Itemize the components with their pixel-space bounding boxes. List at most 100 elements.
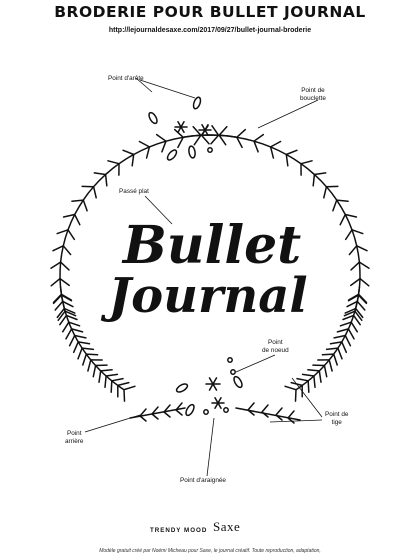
leaf-stitch	[332, 199, 338, 212]
french-knot	[223, 407, 229, 413]
leaf-stitch	[105, 373, 119, 377]
leaf-stitch	[359, 277, 370, 287]
leaf-stitch	[210, 134, 220, 145]
leaf-stitch	[339, 321, 352, 327]
leaf-stitch	[123, 388, 126, 402]
label-line: Point de	[325, 411, 349, 418]
leaf-stitch	[347, 328, 355, 340]
leaf-stitch	[218, 134, 227, 146]
source-url[interactable]: http://lejournaldesaxe.com/2017/09/27/bu…	[108, 27, 312, 34]
leaf-stitch	[307, 380, 310, 393]
label-line: Point de	[301, 87, 325, 94]
leaf-stitch	[344, 307, 357, 314]
leaf-stitch	[173, 128, 184, 139]
leaf-stitch	[218, 125, 228, 137]
leaf-stitch	[350, 261, 361, 271]
leaf-stitch	[269, 146, 275, 159]
label-line: arrière	[65, 438, 84, 445]
leaf-stitch	[301, 373, 315, 377]
leaf-stitch	[155, 133, 167, 142]
leaf-stitch	[104, 375, 107, 389]
label-line: de noeud	[262, 347, 289, 354]
leaf-stitch	[92, 364, 97, 378]
leaf-stitch	[296, 377, 309, 382]
leaf-stitch	[175, 402, 183, 416]
leaf-stitch	[313, 172, 327, 176]
leaf-loop	[192, 96, 202, 110]
leaf-stitch	[60, 293, 73, 301]
french-knot	[203, 409, 209, 415]
leaf-stitch	[68, 334, 76, 347]
pointer-line	[139, 79, 196, 99]
leaf-stitch	[336, 328, 350, 333]
french-knot	[207, 147, 213, 153]
french-knot	[227, 357, 233, 363]
leaf-stitch	[337, 347, 343, 360]
leaf-stitch	[77, 341, 91, 345]
leaf-stitch	[247, 402, 255, 416]
label-point-araignee: Point d'araignée	[180, 477, 226, 484]
leaf-stitch	[163, 404, 171, 418]
leaf-stitch	[253, 140, 259, 153]
leaf-stitch	[348, 245, 358, 256]
brand-saxe: Saxe	[213, 519, 241, 534]
leaf-stitch	[110, 380, 113, 393]
leaf-stitch	[343, 310, 356, 317]
leaf-stitch	[117, 381, 130, 387]
leaf-stitch	[59, 314, 68, 326]
leaf-stitch	[56, 229, 69, 235]
label-passe-plat: Passé plat	[119, 188, 149, 195]
leaf-stitch	[323, 185, 328, 199]
leaf-stitch	[99, 369, 113, 372]
star-stitch	[201, 124, 209, 136]
leaf-stitch	[333, 334, 347, 339]
leaf-stitch	[67, 229, 76, 241]
leaf-stitch	[59, 261, 70, 271]
leaf-stitch	[285, 149, 298, 156]
stem-stitch-line	[235, 407, 301, 421]
pointer-line	[235, 354, 276, 373]
label-point-arete: Point d'arête	[108, 75, 144, 82]
leaf-stitch	[82, 353, 88, 366]
leaf-stitch	[200, 134, 210, 145]
label-point-noeud: Point de noeud	[262, 339, 289, 355]
leaf-stitch	[344, 213, 358, 218]
leaf-stitch	[352, 314, 361, 326]
leaf-stitch	[325, 347, 339, 351]
leaf-stitch	[64, 310, 77, 317]
leaf-stitch	[73, 213, 81, 226]
leaf-stitch	[77, 347, 83, 360]
leaf-stitch	[107, 160, 120, 165]
leaf-stitch	[285, 153, 289, 167]
pointer-line	[257, 99, 319, 129]
leaf-stitch	[57, 310, 66, 322]
leaf-stitch	[61, 321, 70, 333]
leaf-stitch	[342, 314, 355, 321]
leaf-stitch	[54, 300, 64, 311]
leaf-stitch	[104, 173, 108, 187]
leaf-stitch	[61, 300, 74, 308]
branch-stem	[295, 286, 361, 391]
pointer-line	[84, 414, 141, 433]
leaf-stitch	[92, 185, 97, 199]
leaf-stitch	[350, 277, 361, 287]
leaf-stitch	[50, 261, 62, 269]
leaf-stitch	[253, 133, 265, 142]
leaf-stitch	[321, 353, 335, 356]
leaf-stitch	[81, 347, 95, 351]
leaf-stitch	[313, 375, 316, 389]
leaf-stitch	[161, 140, 167, 153]
leaf-stitch	[335, 199, 349, 202]
leaf-stitch	[344, 229, 353, 241]
leaf-stitch	[312, 173, 316, 187]
leaf-stitch	[62, 245, 72, 256]
label-point-arriere: Point arrière	[65, 430, 83, 446]
leaf-stitch	[354, 310, 363, 322]
star-stitch	[214, 397, 222, 409]
leaf-stitch	[328, 359, 333, 372]
leaf-stitch	[261, 404, 269, 418]
leaf-stitch	[354, 307, 364, 319]
label-line: Point	[268, 339, 283, 346]
leaf-stitch	[344, 334, 352, 347]
